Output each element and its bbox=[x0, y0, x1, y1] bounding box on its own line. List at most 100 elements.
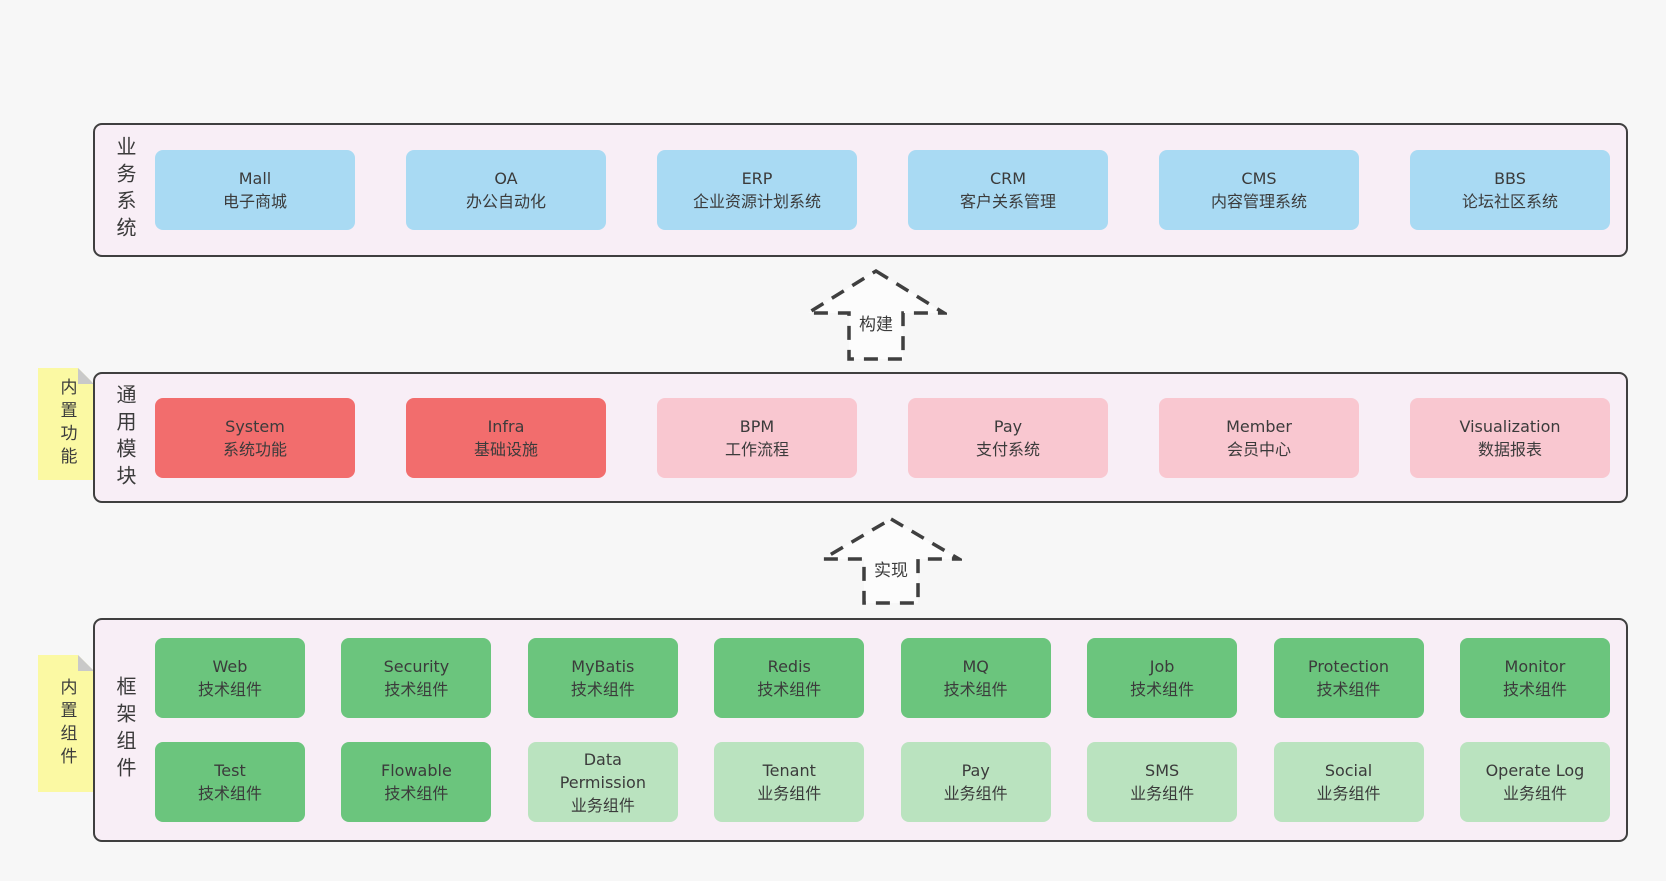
module-box-crm: CRM 客户关系管理 bbox=[908, 150, 1108, 230]
module-subtitle: 业务组件 bbox=[1130, 784, 1195, 803]
module-box-visualization: Visualization 数据报表 bbox=[1410, 397, 1610, 478]
module-name: Test bbox=[214, 761, 246, 780]
module-subtitle: 基础设施 bbox=[473, 439, 538, 459]
module-box-mybatis: MyBatis 技术组件 bbox=[527, 638, 678, 718]
module-name: Monitor bbox=[1504, 657, 1566, 676]
module-subtitle: 会员中心 bbox=[1226, 439, 1291, 459]
panel-title-column: 业务系统 bbox=[95, 125, 155, 255]
box-rows: Mall 电子商城 OA 办公自动化 ERP 企业资源计划系统 CRM 客户关系管理 CMS 内容… bbox=[155, 125, 1626, 255]
module-subtitle: 客户关系管理 bbox=[959, 192, 1056, 211]
module-name: ERP bbox=[741, 169, 773, 188]
sticky-note-built-in-features: 内置功能 bbox=[38, 368, 94, 480]
module-subtitle: 业务组件 bbox=[1316, 784, 1381, 803]
module-box-protection: Protection 技术组件 bbox=[1273, 638, 1424, 718]
module-subtitle: 技术组件 bbox=[570, 680, 635, 699]
module-box-erp: ERP 企业资源计划系统 bbox=[657, 150, 857, 230]
module-box-redis: Redis 技术组件 bbox=[714, 638, 865, 718]
module-name: Redis bbox=[767, 657, 811, 676]
module-name: CMS bbox=[1241, 169, 1277, 188]
module-name: OA bbox=[494, 169, 518, 188]
module-subtitle: 业务组件 bbox=[1502, 784, 1567, 803]
module-box-pay: Pay 业务组件 bbox=[900, 742, 1051, 822]
module-box-data-permission: Data Permission 业务组件 bbox=[527, 742, 678, 822]
module-name: BPM bbox=[739, 416, 775, 436]
module-box-tenant: Tenant 业务组件 bbox=[714, 742, 865, 822]
module-name: Protection bbox=[1308, 657, 1389, 676]
implement-arrow-label: 实现 bbox=[874, 561, 908, 581]
panel-title-column: 通用模块 bbox=[95, 374, 155, 501]
box-row: Mall 电子商城 OA 办公自动化 ERP 企业资源计划系统 CRM 客户关系管理 CMS 内容… bbox=[155, 150, 1610, 230]
panel-title-framework-components: 框架组件 bbox=[113, 676, 137, 784]
note-fold-corner-icon bbox=[78, 368, 94, 384]
module-subtitle: 技术组件 bbox=[384, 680, 449, 699]
panel-title-column: 框架组件 bbox=[95, 620, 155, 840]
module-name: Tenant bbox=[762, 761, 816, 780]
module-name: Operate Log bbox=[1485, 761, 1585, 780]
business-systems-panel: 业务系统 Mall 电子商城 OA 办公自动化 ERP 企业资源计划系统 CRM 客户关系管理… bbox=[93, 123, 1628, 257]
module-subtitle: 数据报表 bbox=[1477, 439, 1542, 459]
module-subtitle: 办公自动化 bbox=[465, 192, 546, 211]
module-name: Flowable bbox=[381, 761, 452, 780]
module-box-mall: Mall 电子商城 bbox=[155, 150, 355, 230]
module-subtitle: 技术组件 bbox=[197, 680, 262, 699]
module-name: Social bbox=[1324, 761, 1373, 780]
module-name: BBS bbox=[1494, 169, 1526, 188]
module-box-bbs: BBS 论坛社区系统 bbox=[1410, 150, 1610, 230]
module-name: Visualization bbox=[1459, 416, 1561, 436]
module-name: Pay bbox=[961, 761, 990, 780]
module-subtitle: 技术组件 bbox=[943, 680, 1008, 699]
module-box-bpm: BPM 工作流程 bbox=[657, 397, 857, 478]
module-box-security: Security 技术组件 bbox=[341, 638, 492, 718]
module-box-social: Social 业务组件 bbox=[1273, 742, 1424, 822]
module-box-sms: SMS 业务组件 bbox=[1087, 742, 1238, 822]
module-subtitle: 电子商城 bbox=[222, 192, 287, 211]
build-arrow-label: 构建 bbox=[859, 315, 893, 335]
module-subtitle: 业务组件 bbox=[757, 784, 822, 803]
module-subtitle: 支付系统 bbox=[975, 439, 1040, 459]
module-subtitle: 技术组件 bbox=[1130, 680, 1195, 699]
module-box-mq: MQ 技术组件 bbox=[900, 638, 1051, 718]
module-subtitle: 技术组件 bbox=[1502, 680, 1567, 699]
module-subtitle: 内容管理系统 bbox=[1210, 192, 1307, 211]
sticky-note-label: 内置功能 bbox=[56, 378, 77, 470]
module-subtitle: 技术组件 bbox=[757, 680, 822, 699]
module-subtitle: 论坛社区系统 bbox=[1461, 192, 1558, 211]
module-name: Mall bbox=[238, 169, 272, 188]
module-name: MyBatis bbox=[571, 657, 635, 676]
module-name: SMS bbox=[1145, 761, 1180, 780]
module-name: Job bbox=[1149, 657, 1175, 676]
module-name: Security bbox=[383, 657, 450, 676]
module-subtitle: 业务组件 bbox=[570, 795, 635, 815]
module-subtitle: 业务组件 bbox=[943, 784, 1008, 803]
module-name: Data Permission bbox=[559, 749, 646, 792]
module-box-monitor: Monitor 技术组件 bbox=[1459, 638, 1610, 718]
module-box-job: Job 技术组件 bbox=[1087, 638, 1238, 718]
module-name: MQ bbox=[962, 657, 989, 676]
module-box-cms: CMS 内容管理系统 bbox=[1159, 150, 1359, 230]
build-arrow-icon: 构建 bbox=[805, 268, 947, 362]
panel-title-business-systems: 业务系统 bbox=[113, 136, 137, 244]
module-subtitle: 系统功能 bbox=[222, 439, 287, 459]
module-subtitle: 企业资源计划系统 bbox=[692, 192, 821, 211]
implement-arrow-icon: 实现 bbox=[820, 516, 962, 606]
module-subtitle: 技术组件 bbox=[1316, 680, 1381, 699]
module-box-member: Member 会员中心 bbox=[1159, 397, 1359, 478]
module-name: Member bbox=[1226, 416, 1292, 436]
module-subtitle: 工作流程 bbox=[724, 439, 789, 459]
note-fold-corner-icon bbox=[78, 655, 94, 671]
module-name: CRM bbox=[989, 169, 1027, 188]
sticky-note-label: 内置组件 bbox=[56, 677, 77, 770]
module-name: Infra bbox=[487, 416, 525, 436]
